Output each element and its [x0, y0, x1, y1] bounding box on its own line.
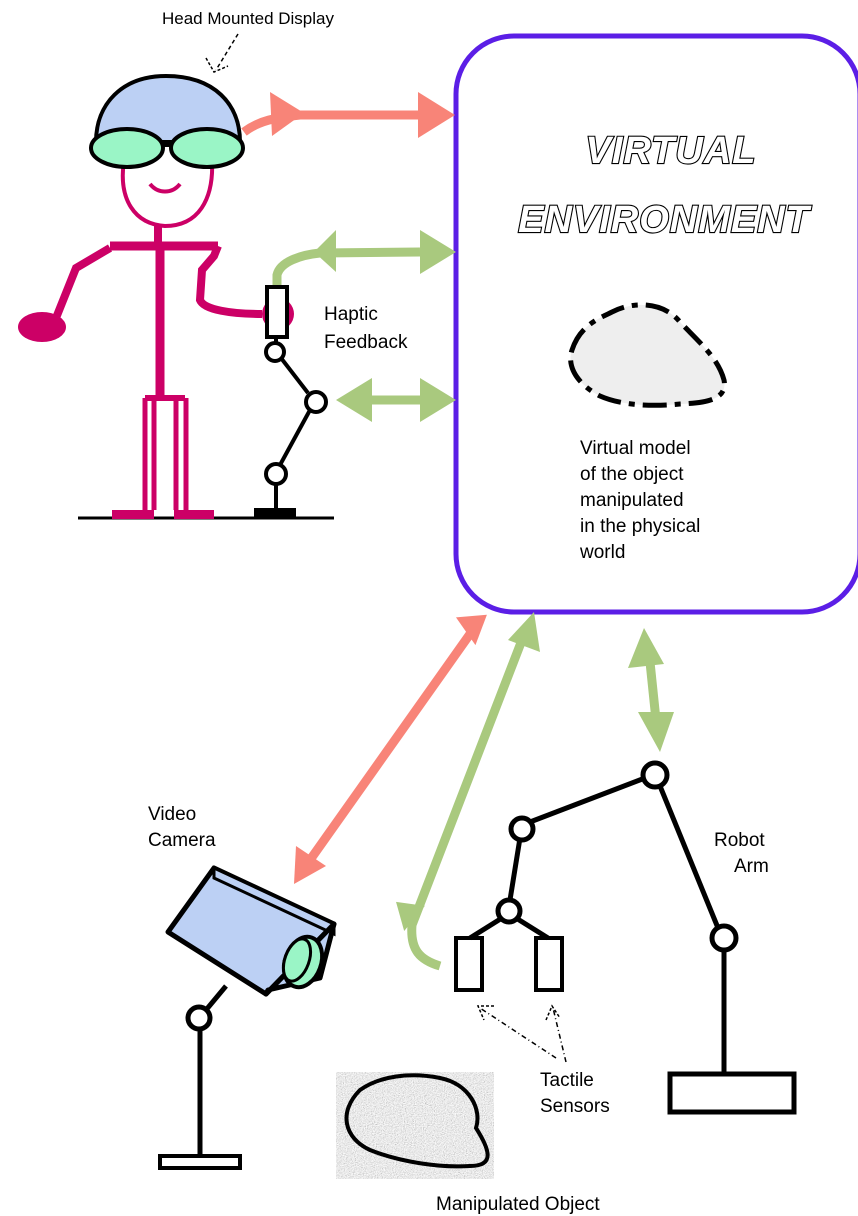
head-mounted-display-label: Head Mounted Display [162, 9, 334, 28]
virtual-model-line5: world [579, 542, 625, 563]
robot-wrist-joint [508, 815, 536, 843]
haptic-joint-low [264, 462, 288, 486]
goggles-right-lens [169, 127, 245, 169]
haptic-device [254, 285, 328, 519]
haptic-base [254, 508, 296, 519]
right-leg [173, 398, 189, 510]
tactile-sensors-label-line1: Tactile [540, 1070, 594, 1091]
robot-arm-label-line2: Arm [734, 856, 769, 877]
robot-arm-arrow [628, 628, 674, 752]
haptic-label-line1: Haptic [324, 304, 378, 325]
manipulated-object-outline [344, 1073, 490, 1169]
right-foot [174, 510, 214, 519]
left-foot [112, 510, 154, 519]
haptic-joint-top [264, 341, 286, 363]
robot-arm [454, 760, 797, 1115]
left-hand [18, 312, 66, 342]
virtual-environment-title-line2: ENVIRONMENT [518, 199, 812, 241]
virtual-object-model [568, 302, 727, 408]
tactile-sensor-left [454, 936, 484, 992]
right-arm [195, 244, 263, 318]
robot-base-joint [709, 923, 739, 953]
camera-stand-joint [185, 1004, 213, 1032]
tactile-sensor-right [534, 936, 564, 992]
haptic-label-line2: Feedback [324, 332, 408, 353]
virtual-model-line1: Virtual model [580, 438, 691, 459]
haptic-arrow-lower [336, 378, 456, 422]
tactile-sensors-label-line2: Sensors [540, 1096, 610, 1117]
tactile-pointer-arrows [476, 1004, 567, 1063]
robot-arm-label-line1: Robot [714, 830, 765, 851]
robot-shoulder-joint [640, 760, 670, 790]
virtual-model-line2: of the object [580, 464, 684, 485]
visual-arrow-helmet [241, 92, 455, 138]
virtual-environment-title-line1: VIRTUAL [586, 130, 757, 172]
haptic-arrow-upper [272, 230, 456, 290]
smile [148, 182, 182, 194]
virtual-model-line3: manipulated [580, 490, 684, 511]
goggles-left-lens [89, 127, 165, 169]
operator-figure [18, 73, 294, 519]
left-arm [52, 244, 113, 320]
manipulated-object-label: Manipulated Object [436, 1194, 600, 1215]
video-camera-label-line1: Video [148, 804, 196, 825]
video-camera-icon [165, 865, 337, 997]
gripper-joint [495, 897, 523, 925]
haptic-joint-mid [304, 390, 328, 414]
virtual-model-line4: in the physical [580, 516, 700, 537]
left-leg [142, 398, 157, 510]
hmd-pointer-arrow [205, 33, 239, 73]
haptic-handle [265, 285, 289, 339]
visual-arrow-camera [294, 614, 487, 884]
virtual-model-caption: Virtual model of the object manipulated … [579, 438, 700, 563]
tactile-arrow [396, 612, 540, 971]
head-mounted-display-icon [93, 73, 243, 144]
robot-arm-base [667, 1071, 797, 1115]
camera-stand-base [158, 1154, 242, 1170]
camera-stand [158, 984, 242, 1170]
face-outline [120, 159, 215, 229]
video-camera-label-line2: Camera [148, 830, 216, 851]
